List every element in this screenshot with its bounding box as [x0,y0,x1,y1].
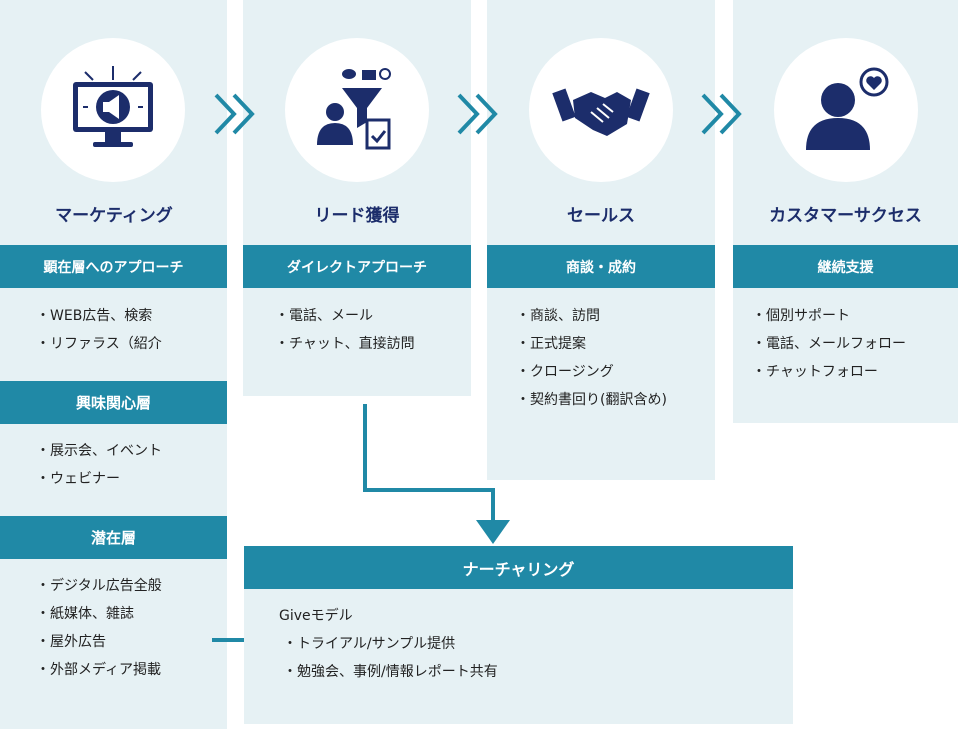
list-item: ・契約書回り(翻訳含め) [516,392,667,408]
list-item: ・チャット、直接訪問 [275,336,415,352]
lead-list: ・電話、メール ・チャット、直接訪問 [275,302,415,358]
lead-funnel-icon [285,38,429,182]
group-header: 顕在層へのアプローチ [0,245,227,288]
megaphone-monitor-icon [41,38,185,182]
nurturing-list: Giveモデル ・トライアル/サンプル提供 ・勉強会、事例/情報レポート共有 [279,602,498,686]
list-item: ・勉強会、事例/情報レポート共有 [283,664,498,680]
list-item: ・WEB広告、検索 [36,308,153,324]
success-header: 継続支援 [733,245,958,288]
list-item: ・デジタル広告全般 [36,578,162,594]
list-item: ・屋外広告 [36,634,106,650]
list-item: ・電話、メールフォロー [752,336,906,352]
chevron-right-icon [214,93,255,135]
customer-heart-icon [774,38,918,182]
list-item: ・正式提案 [516,336,586,352]
sales-list: ・商談、訪問 ・正式提案 ・クロージング ・契約書回り(翻訳含め) [516,302,667,414]
list-item: ・チャットフォロー [752,364,878,380]
list-item: ・展示会、イベント [36,443,162,459]
stage-title-success: カスタマーサクセス [769,206,922,226]
list-item: ・紙媒体、雑誌 [36,606,134,622]
nurturing-intro: Giveモデル [279,608,353,624]
chevron-right-icon [701,93,742,135]
list-item: ・クロージング [516,364,614,380]
group-list: ・展示会、イベント ・ウェビナー [36,437,162,493]
handshake-icon [529,38,673,182]
stage-title-marketing: マーケティング [55,206,173,226]
list-item: ・リファラス（紹介 [36,336,162,352]
group-list: ・WEB広告、検索 ・リファラス（紹介 [36,302,162,358]
chevron-right-icon [457,93,498,135]
group-header: 興味関心層 [0,381,227,424]
group-list: ・デジタル広告全般 ・紙媒体、雑誌 ・屋外広告 ・外部メディア掲載 [36,572,162,684]
list-item: ・個別サポート [752,308,850,324]
list-item: ・外部メディア掲載 [36,662,162,678]
list-item: ・電話、メール [275,308,373,324]
list-item: ・トライアル/サンプル提供 [283,636,456,652]
list-item: ・ウェビナー [36,471,120,487]
success-list: ・個別サポート ・電話、メールフォロー ・チャットフォロー [752,302,906,386]
stage-title-sales: セールス [567,206,635,226]
group-header: 潜在層 [0,516,227,559]
lead-header: ダイレクトアプローチ [243,245,471,288]
list-item: ・商談、訪問 [516,308,600,324]
sales-header: 商談・成約 [487,245,715,288]
stage-title-lead: リード獲得 [314,206,400,226]
nurturing-body [244,589,793,724]
nurturing-header: ナーチャリング [244,546,793,589]
